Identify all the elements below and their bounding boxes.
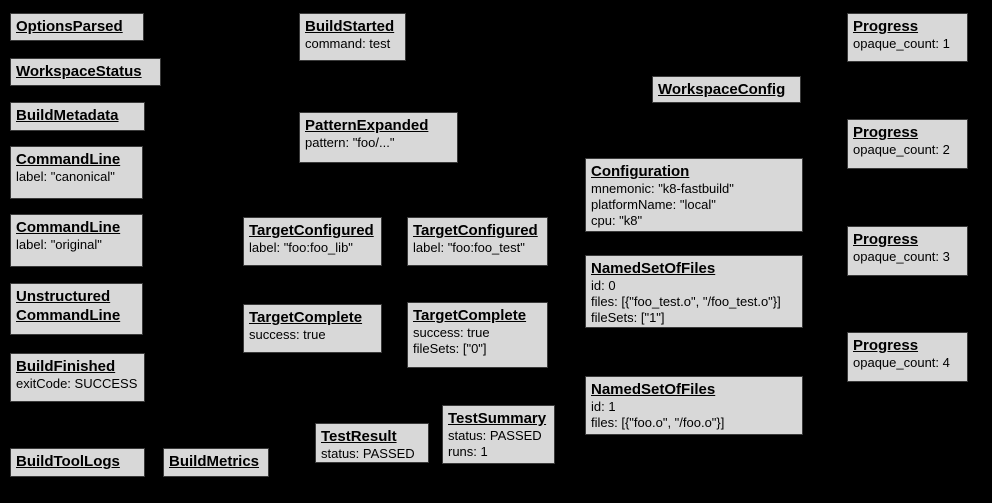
node-field: exitCode: SUCCESS [16,376,138,391]
node-field: runs: 1 [448,444,488,459]
node-title: Progress [853,18,919,35]
node-title: TargetConfigured [249,222,374,239]
node-title: CommandLine [16,307,121,324]
node-field: success: true [413,325,490,340]
node-title: TestSummary [448,410,547,427]
node-field: opaque_count: 3 [853,249,950,264]
node-field: command: test [305,36,391,51]
node-title: Unstructured [16,288,111,305]
node-title: Progress [853,124,919,141]
node-title: Configuration [591,163,690,180]
node-title: Progress [853,231,919,248]
node-title: WorkspaceStatus [16,63,142,80]
node-title: PatternExpanded [305,117,429,134]
node-title: BuildToolLogs [16,453,120,470]
node-field: status: PASSED [448,428,542,443]
node-field: files: [{"foo_test.o", "/foo_test.o"}] [591,294,781,309]
event-node-build-tool-logs: BuildToolLogs [10,448,145,477]
node-title: BuildFinished [16,358,116,375]
node-title: Progress [853,337,919,354]
node-field: platformName: "local" [591,197,716,212]
node-field: label: "foo:foo_test" [413,240,525,255]
node-title: BuildMetrics [169,453,260,470]
node-field: opaque_count: 4 [853,355,950,370]
node-title: NamedSetOfFiles [591,381,716,398]
node-title: TargetComplete [249,309,363,326]
node-title: CommandLine [16,219,121,236]
node-title: BuildStarted [305,18,395,35]
node-field: label: "foo:foo_lib" [249,240,353,255]
node-field: files: [{"foo.o", "/foo.o"}] [591,415,725,430]
node-title: TargetConfigured [413,222,538,239]
node-title: TestResult [321,428,397,445]
node-title: WorkspaceConfig [658,81,786,98]
node-field: fileSets: ["0"] [413,341,487,356]
node-field: id: 0 [591,278,616,293]
node-title: OptionsParsed [16,18,123,35]
node-field: id: 1 [591,399,616,414]
node-title: CommandLine [16,151,121,168]
node-title: TargetComplete [413,307,527,324]
node-title: NamedSetOfFiles [591,260,716,277]
node-field: opaque_count: 2 [853,142,950,157]
node-field: mnemonic: "k8-fastbuild" [591,181,734,196]
event-node-build-metadata: BuildMetadata [10,102,145,131]
event-node-workspace-status: WorkspaceStatus [10,58,161,86]
node-field: success: true [249,327,326,342]
node-field: cpu: "k8" [591,213,643,228]
event-node-workspace-config: WorkspaceConfig [652,76,801,103]
node-field: opaque_count: 1 [853,36,950,51]
node-field: fileSets: ["1"] [591,310,665,325]
node-title: BuildMetadata [16,107,119,124]
event-node-options-parsed: OptionsParsed [10,13,144,41]
node-field: label: "original" [16,237,102,252]
node-field: status: PASSED [321,446,415,461]
node-field: label: "canonical" [16,169,115,184]
node-field: pattern: "foo/..." [305,135,395,150]
event-node-build-metrics: BuildMetrics [163,448,269,477]
